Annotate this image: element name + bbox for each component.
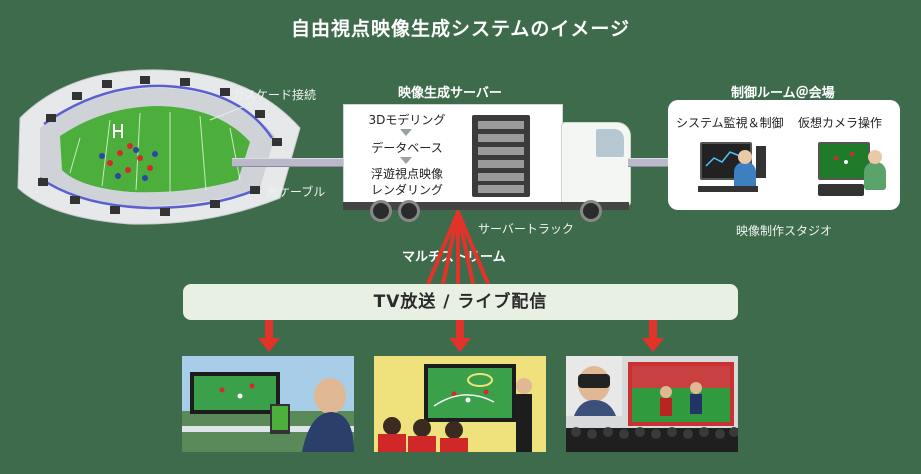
broadcast-bar-label: TV放送 / ライブ配信	[373, 292, 548, 312]
step-arrow-icon	[400, 129, 412, 136]
multistream-burst-icon	[426, 210, 490, 286]
scene-vr-stadium	[566, 356, 738, 452]
server-truck-label: サーバートラック	[478, 222, 574, 236]
control-room-box: システム監視＆制御 仮想カメラ操作	[668, 100, 900, 210]
step-arrow-icon	[400, 157, 412, 164]
truck-wheel	[370, 200, 392, 222]
cascade-label: カスケード接続	[232, 88, 317, 102]
pc-tower-icon	[756, 146, 766, 178]
truck-chassis	[343, 202, 629, 210]
person-icon	[734, 162, 756, 190]
scene-home-viewing	[182, 356, 354, 452]
arrow-down-icon	[642, 338, 664, 352]
arrow-down-icon	[456, 320, 464, 340]
step-database: データベース	[371, 141, 443, 155]
step-rendering: レンダリング	[370, 183, 443, 197]
person-head-icon	[738, 150, 752, 164]
arrow-down-icon	[265, 320, 273, 340]
truck-window	[596, 129, 624, 157]
broadcast-bar: TV放送 / ライブ配信	[183, 284, 738, 320]
page-title: 自由視点映像生成システムのイメージ	[290, 18, 631, 40]
arrow-down-icon	[449, 338, 471, 352]
system-monitor-label: システム監視＆制御	[676, 116, 784, 130]
cascade-connector-line	[209, 99, 261, 121]
scene-public-viewing	[374, 356, 546, 452]
step-3d-modeling: 3Dモデリング	[368, 113, 446, 127]
server-rack-icon	[472, 115, 530, 197]
keyboard-icon	[698, 186, 758, 192]
control-cable	[628, 158, 670, 167]
control-header: 制御ルーム＠会場	[731, 86, 835, 101]
truck-wheel	[398, 200, 420, 222]
optical-cable	[232, 158, 344, 167]
server-header: 映像生成サーバー	[398, 86, 502, 101]
arrow-down-icon	[649, 320, 657, 340]
truck-wheel	[580, 200, 602, 222]
step-floating-view: 浮遊視点映像	[370, 167, 443, 181]
person-head-icon	[868, 150, 882, 164]
optical-cable-label: 光ケーブル	[266, 185, 326, 199]
studio-label: 映像制作スタジオ	[736, 224, 833, 238]
stadium-illustration	[17, 69, 301, 225]
person-icon	[864, 162, 886, 190]
field-monitor-icon	[818, 142, 870, 180]
arrow-down-icon	[258, 338, 280, 352]
truck-cab	[561, 122, 631, 206]
server-truck-container: 3Dモデリング データベース 浮遊視点映像 レンダリング	[343, 104, 563, 206]
virtual-camera-label: 仮想カメラ操作	[798, 116, 883, 130]
controller-icon	[818, 184, 864, 196]
